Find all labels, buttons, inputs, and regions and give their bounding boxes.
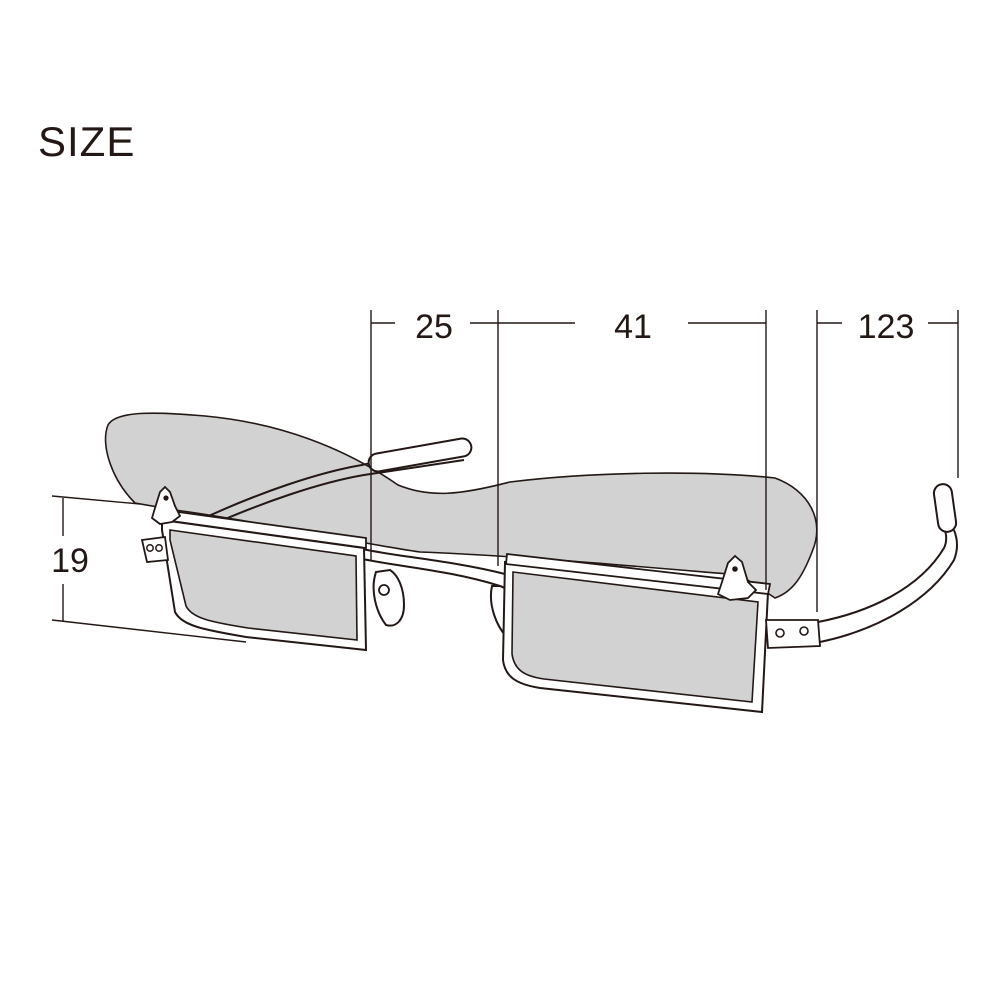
right-lens [501, 553, 772, 714]
left-hinge [140, 535, 170, 563]
left-nose-pad [372, 568, 406, 627]
bridge [357, 547, 506, 587]
left-lens [161, 508, 368, 652]
lens-height-label: 19 [51, 542, 89, 580]
temple-length-label: 123 [858, 308, 915, 346]
bridge-width-label: 25 [415, 308, 453, 346]
near-temple-arm [817, 483, 958, 643]
page-title: SIZE [38, 118, 136, 165]
dimension-lines [51, 310, 959, 643]
left-clip-hook [150, 485, 182, 525]
lens-width-label: 41 [614, 308, 652, 346]
right-hinge [765, 619, 821, 649]
clip-on-shade [104, 412, 818, 599]
right-clip-hook [716, 554, 758, 601]
